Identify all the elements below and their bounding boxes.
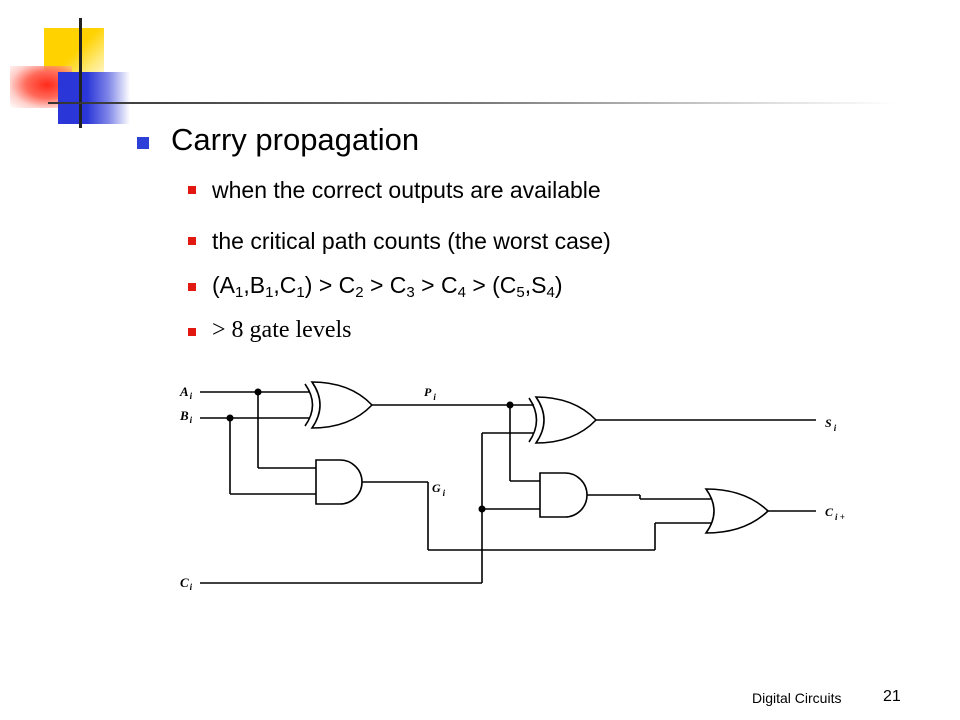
and-gate-1 — [315, 459, 363, 505]
junction-dot — [254, 388, 262, 396]
label-ci: Ci — [180, 575, 193, 592]
label-ai: Ai — [179, 384, 193, 401]
main-bullet-icon — [137, 137, 149, 149]
sub-bullet-icon — [188, 186, 196, 194]
junction-dot — [478, 505, 486, 513]
bullet-carry-chain: (A1,B1,C1) > C2 > C3 > C4 > (C5,S4) — [212, 272, 563, 301]
sub-bullet-icon — [188, 237, 196, 245]
sub-bullet-icon — [188, 283, 196, 291]
label-bi: Bi — [179, 408, 193, 425]
title-underline — [48, 102, 898, 104]
bullet-critical-path: the critical path counts (the worst case… — [212, 228, 611, 254]
or-gate — [704, 488, 770, 534]
junction-dot — [506, 401, 514, 409]
xor-gate-1 — [304, 381, 374, 429]
footer-course-label: Digital Circuits — [752, 690, 842, 706]
junction-dot — [226, 414, 234, 422]
bullet-available-outputs: when the correct outputs are available — [212, 177, 601, 203]
and-gate-2 — [539, 472, 588, 518]
slide-title: Carry propagation — [171, 122, 420, 157]
decorative-vertical-line — [79, 18, 82, 128]
page-number: 21 — [883, 688, 901, 705]
decorative-blue-block — [58, 72, 130, 124]
xor-gate-2 — [528, 396, 598, 444]
bullet-gate-levels: > 8 gate levels — [212, 317, 352, 343]
sub-bullet-icon — [188, 328, 196, 336]
